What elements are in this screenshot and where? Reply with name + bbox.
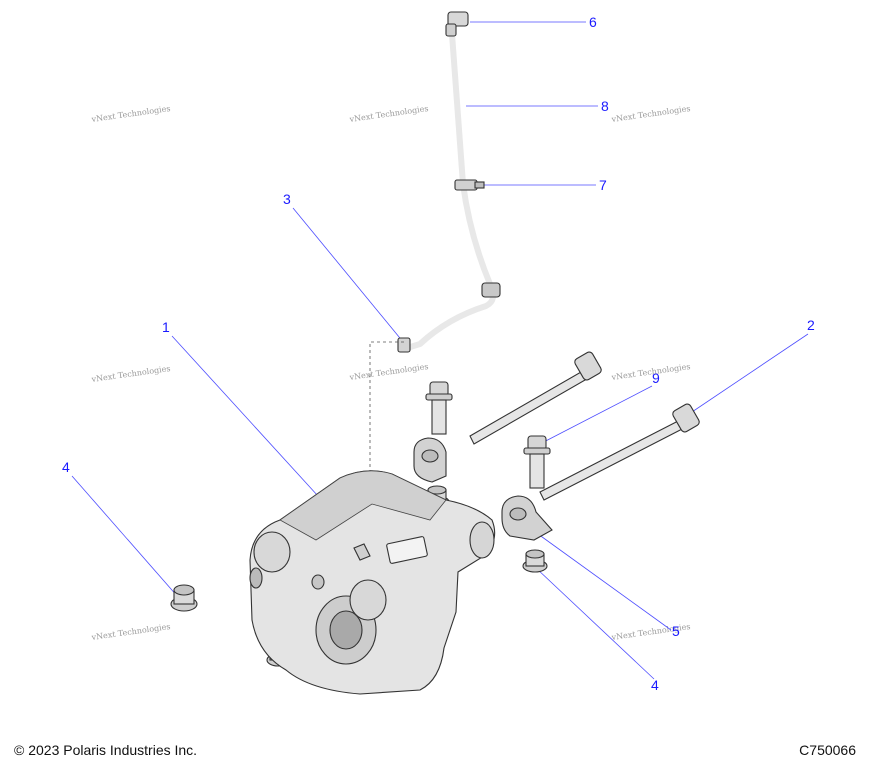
callout-1: 1 bbox=[162, 319, 170, 335]
mounting-bolt-lower bbox=[539, 403, 700, 501]
watermark-text: vNext Technologies bbox=[90, 622, 171, 642]
watermark-text: vNext Technologies bbox=[348, 362, 429, 382]
callout-5: 5 bbox=[672, 623, 680, 639]
vent-hose-fill bbox=[404, 31, 497, 351]
watermark-text: vNext Technologies bbox=[90, 364, 171, 384]
gearcase-label-plate bbox=[386, 536, 428, 564]
input-port bbox=[469, 521, 495, 559]
leader-line-1 bbox=[171, 335, 319, 497]
leader-line-4a bbox=[71, 475, 179, 598]
flange-nut-right bbox=[522, 549, 548, 573]
callout-2: 2 bbox=[807, 317, 815, 333]
callout-4-left: 4 bbox=[62, 459, 70, 475]
flange-bolt-right bbox=[523, 435, 551, 489]
vent-hose bbox=[406, 33, 494, 349]
watermark-text: vNext Technologies bbox=[90, 104, 171, 124]
vent-fitting bbox=[445, 11, 469, 37]
callout-8: 8 bbox=[601, 98, 609, 114]
vent-hose-assembly bbox=[397, 11, 501, 353]
mounting-bolt-upper bbox=[469, 351, 602, 445]
leader-lines bbox=[71, 21, 809, 680]
leader-line-4b bbox=[535, 567, 655, 680]
front-gearcase bbox=[249, 470, 496, 695]
leader-line-5 bbox=[537, 533, 672, 631]
vent-nipple bbox=[353, 543, 371, 561]
leader-line-2 bbox=[685, 333, 809, 417]
drain-plug bbox=[249, 567, 263, 589]
callout-9: 9 bbox=[652, 370, 660, 386]
mount-bracket-left bbox=[413, 437, 447, 483]
figure-code: C750066 bbox=[799, 742, 856, 758]
gearcase-upper-housing bbox=[279, 470, 447, 541]
callout-7: 7 bbox=[599, 177, 607, 193]
flange-nut-left bbox=[170, 584, 198, 612]
watermark-text: vNext Technologies bbox=[610, 362, 691, 382]
fill-plug bbox=[311, 574, 325, 590]
pivot-boss-right bbox=[349, 579, 387, 621]
pivot-boss-left bbox=[253, 531, 291, 573]
hose-connector bbox=[397, 337, 411, 353]
output-shaft-spline bbox=[329, 610, 363, 650]
callout-6: 6 bbox=[589, 14, 597, 30]
hose-clamp bbox=[481, 282, 501, 298]
leader-line-9 bbox=[535, 385, 653, 447]
watermark-text: vNext Technologies bbox=[348, 104, 429, 124]
watermark-text: vNext Technologies bbox=[610, 104, 691, 124]
callout-4-right: 4 bbox=[651, 677, 659, 693]
mount-bracket-right bbox=[501, 495, 553, 541]
callout-3: 3 bbox=[283, 191, 291, 207]
hose-clip bbox=[454, 179, 485, 191]
leader-line-3 bbox=[292, 207, 405, 344]
callout-labels: 6 8 7 3 1 2 9 4 5 4 bbox=[62, 14, 815, 693]
copyright-notice: © 2023 Polaris Industries Inc. bbox=[14, 742, 198, 758]
flange-bolt-left bbox=[425, 381, 453, 435]
